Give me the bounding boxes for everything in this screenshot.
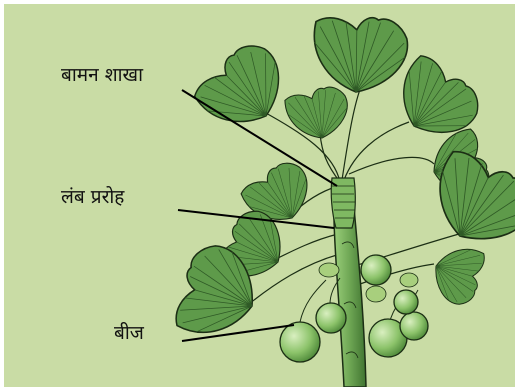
label-dwarf-shoot: बामन शाखा [61, 66, 143, 85]
diagram-frame: बामन शाखा लंब प्ररोह बीज [4, 4, 515, 387]
label-long-shoot: लंब प्ररोह [61, 188, 124, 207]
label-seed: बीज [114, 324, 144, 343]
